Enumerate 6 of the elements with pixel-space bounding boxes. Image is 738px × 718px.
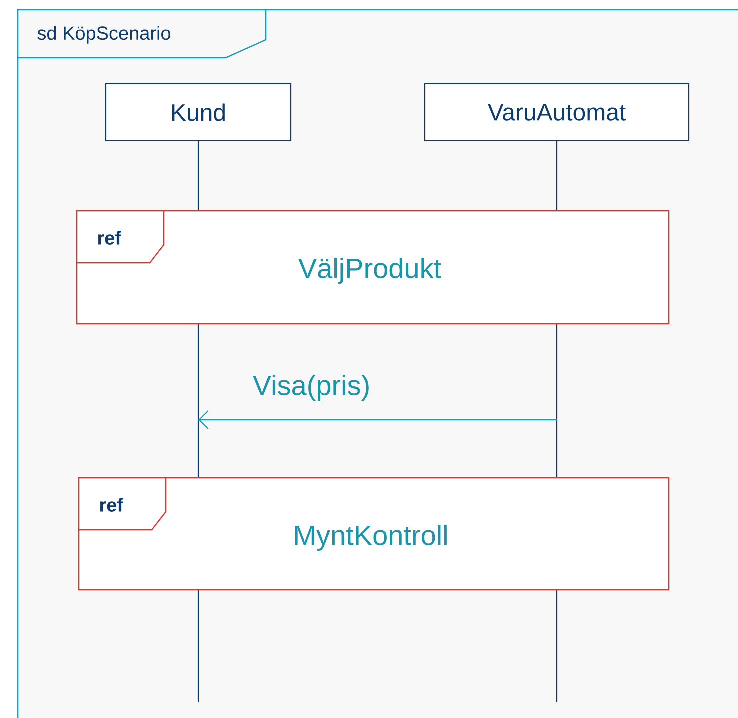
lifeline-head-box: Kund [105,83,292,142]
message-arrow [198,410,557,430]
message-label: Visa(pris) [253,374,369,402]
lifeline-head-box: VaruAutomat [424,83,690,142]
interaction-use-box: ref VäljProdukt [76,210,670,325]
interaction-use-box: ref MyntKontroll [78,477,670,591]
